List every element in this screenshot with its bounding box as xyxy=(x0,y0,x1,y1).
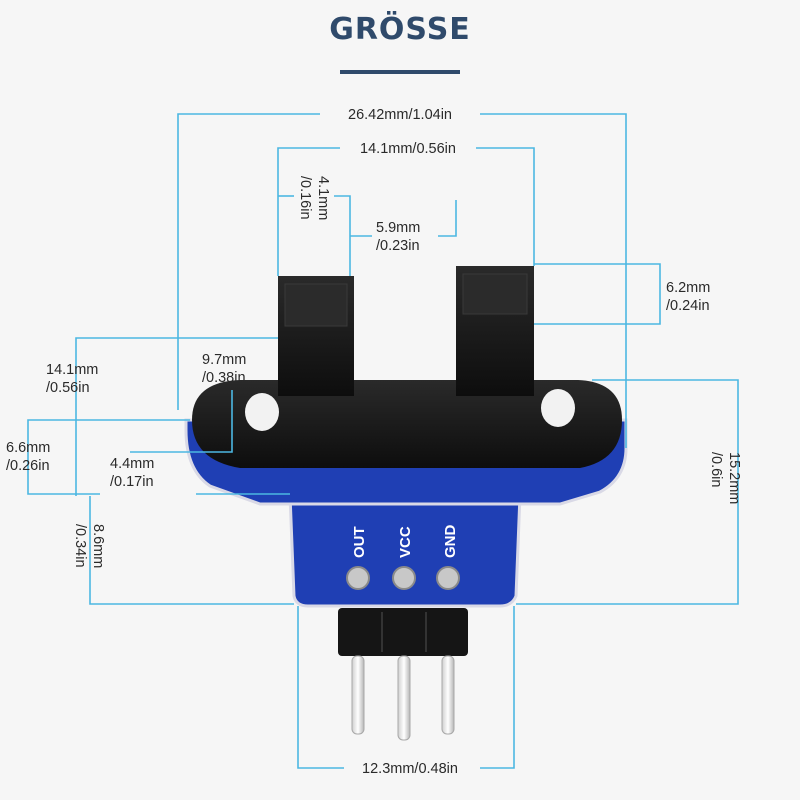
pin-label-gnd: GND xyxy=(442,525,459,559)
pad-gnd xyxy=(436,566,460,590)
detector-window xyxy=(462,273,528,315)
dim-housing-width: 14.1mm/0.56in xyxy=(360,141,456,157)
pin-label-vcc: VCC xyxy=(397,526,414,558)
pin-gnd xyxy=(441,655,455,735)
dim-arm-depth-mm: 6.2mm xyxy=(666,280,710,296)
dim-housing-height-in: /0.56in xyxy=(46,380,90,396)
mounting-hole-left xyxy=(245,393,279,431)
dim-arm-width-mm: 4.1mm xyxy=(315,176,331,220)
dim-total-height-mm: 15.2mm xyxy=(726,452,742,504)
pin-label-out: OUT xyxy=(351,526,368,558)
pin-vcc xyxy=(397,655,411,741)
pad-out xyxy=(346,566,370,590)
sensor-module: OUT VCC GND xyxy=(184,266,628,741)
pin-out xyxy=(351,655,365,735)
emitter-window xyxy=(284,283,348,327)
dim-pin-block-width: 12.3mm/0.48in xyxy=(362,761,458,777)
dim-slot-depth-mm: 9.7mm xyxy=(202,352,246,368)
pad-vcc xyxy=(392,566,416,590)
dim-board-height-mm: 8.6mm xyxy=(90,524,106,568)
dim-arm-depth-in: /0.24in xyxy=(666,298,710,314)
mounting-flange xyxy=(192,380,622,468)
dimension-lines xyxy=(27,113,739,769)
dim-hole-offset-in: /0.17in xyxy=(110,474,154,490)
dim-total-height-in: /0.6in xyxy=(708,452,724,487)
dim-flange-height-mm: 6.6mm xyxy=(6,440,50,456)
dimension-labels: 26.42mm/1.04in 14.1mm/0.56in 4.1mm /0.16… xyxy=(6,107,742,777)
dim-total-width: 26.42mm/1.04in xyxy=(348,107,452,123)
dim-board-height-in: /0.34in xyxy=(72,524,88,568)
page-title: GRÖSSE xyxy=(329,12,471,47)
pin-header xyxy=(338,608,468,656)
title-underline xyxy=(340,70,460,74)
dim-hole-offset-mm: 4.4mm xyxy=(110,456,154,472)
dim-housing-height-mm: 14.1mm xyxy=(46,362,98,378)
dim-flange-height-in: /0.26in xyxy=(6,458,50,474)
mounting-hole-right xyxy=(541,389,575,427)
dim-arm-width-in: /0.16in xyxy=(297,176,313,220)
dim-slot-width-in: /0.23in xyxy=(376,238,420,254)
dim-slot-width-mm: 5.9mm xyxy=(376,220,420,236)
dim-slot-depth-in: /0.38in xyxy=(202,370,246,386)
